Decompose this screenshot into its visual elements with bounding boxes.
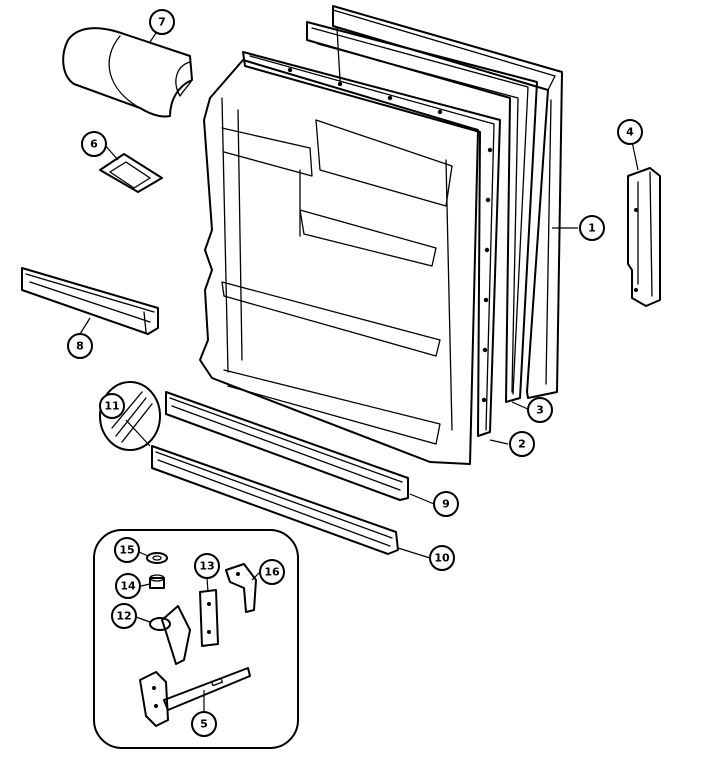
callout-1: 1 <box>579 215 605 241</box>
callout-label: 16 <box>264 566 280 579</box>
trim-strip-left <box>21 267 159 335</box>
door-outer-panel <box>332 5 563 399</box>
callout-circle <box>114 537 140 563</box>
callout-label: 3 <box>536 404 544 417</box>
callout-label: 13 <box>199 560 214 573</box>
callout-7: 7 <box>149 9 175 35</box>
hinge-small-bracket <box>225 563 257 613</box>
callout-circle <box>259 559 285 585</box>
callout-label: 6 <box>90 138 98 151</box>
hinge-arm <box>139 667 251 727</box>
callout-14: 14 <box>115 573 141 599</box>
hinge-pin-bracket <box>149 605 191 665</box>
callout-label: 11 <box>104 400 119 413</box>
callout-circle <box>433 491 459 517</box>
callout-circle <box>191 711 217 737</box>
callout-label: 8 <box>76 340 84 353</box>
door-gasket <box>306 21 538 403</box>
leader-lines <box>79 23 639 712</box>
callout-12: 12 <box>111 603 137 629</box>
callout-10: 10 <box>429 545 455 571</box>
callout-label: 10 <box>434 552 450 565</box>
door-shelf-frame <box>199 59 479 465</box>
hinge-bushing <box>149 574 165 589</box>
hinge-plate <box>199 589 219 647</box>
callout-label: 15 <box>119 544 134 557</box>
callout-13: 13 <box>194 553 220 579</box>
callout-label: 4 <box>626 126 634 139</box>
liner-screw-holes <box>287 67 493 403</box>
callout-circle <box>429 545 455 571</box>
callout-9: 9 <box>433 491 459 517</box>
callout-circle <box>149 9 175 35</box>
callout-label: 14 <box>120 580 136 593</box>
callout-15: 15 <box>114 537 140 563</box>
door-clip <box>99 153 163 193</box>
callout-label: 2 <box>518 438 526 451</box>
callout-circle <box>67 333 93 359</box>
callout-circle <box>111 603 137 629</box>
callout-2: 2 <box>509 431 535 457</box>
callout-circle <box>115 573 141 599</box>
callout-label: 5 <box>200 718 208 731</box>
hinge-washer <box>146 552 168 564</box>
door-inner-liner <box>242 51 501 437</box>
callout-circle <box>99 393 125 419</box>
callout-4: 4 <box>617 119 643 145</box>
callout-16: 16 <box>259 559 285 585</box>
callout-circle <box>194 553 220 579</box>
hinge-kit-inset <box>93 529 299 749</box>
callout-label: 12 <box>116 610 131 623</box>
callout-circle <box>579 215 605 241</box>
callout-circle <box>527 397 553 423</box>
callout-11: 11 <box>99 393 125 419</box>
callout-circle <box>509 431 535 457</box>
callout-6: 6 <box>81 131 107 157</box>
bottom-trim-lower <box>151 445 399 555</box>
callout-5: 5 <box>191 711 217 737</box>
callout-circle <box>617 119 643 145</box>
trim-detail-magnifier <box>99 381 161 451</box>
callout-circle <box>81 131 107 157</box>
door-handle <box>627 167 661 307</box>
bottom-trim-upper <box>165 391 409 501</box>
callout-label: 9 <box>442 498 450 511</box>
handle-cover <box>62 27 193 118</box>
callout-3: 3 <box>527 397 553 423</box>
callout-8: 8 <box>67 333 93 359</box>
callout-label: 7 <box>158 16 166 29</box>
callout-label: 1 <box>588 222 596 235</box>
